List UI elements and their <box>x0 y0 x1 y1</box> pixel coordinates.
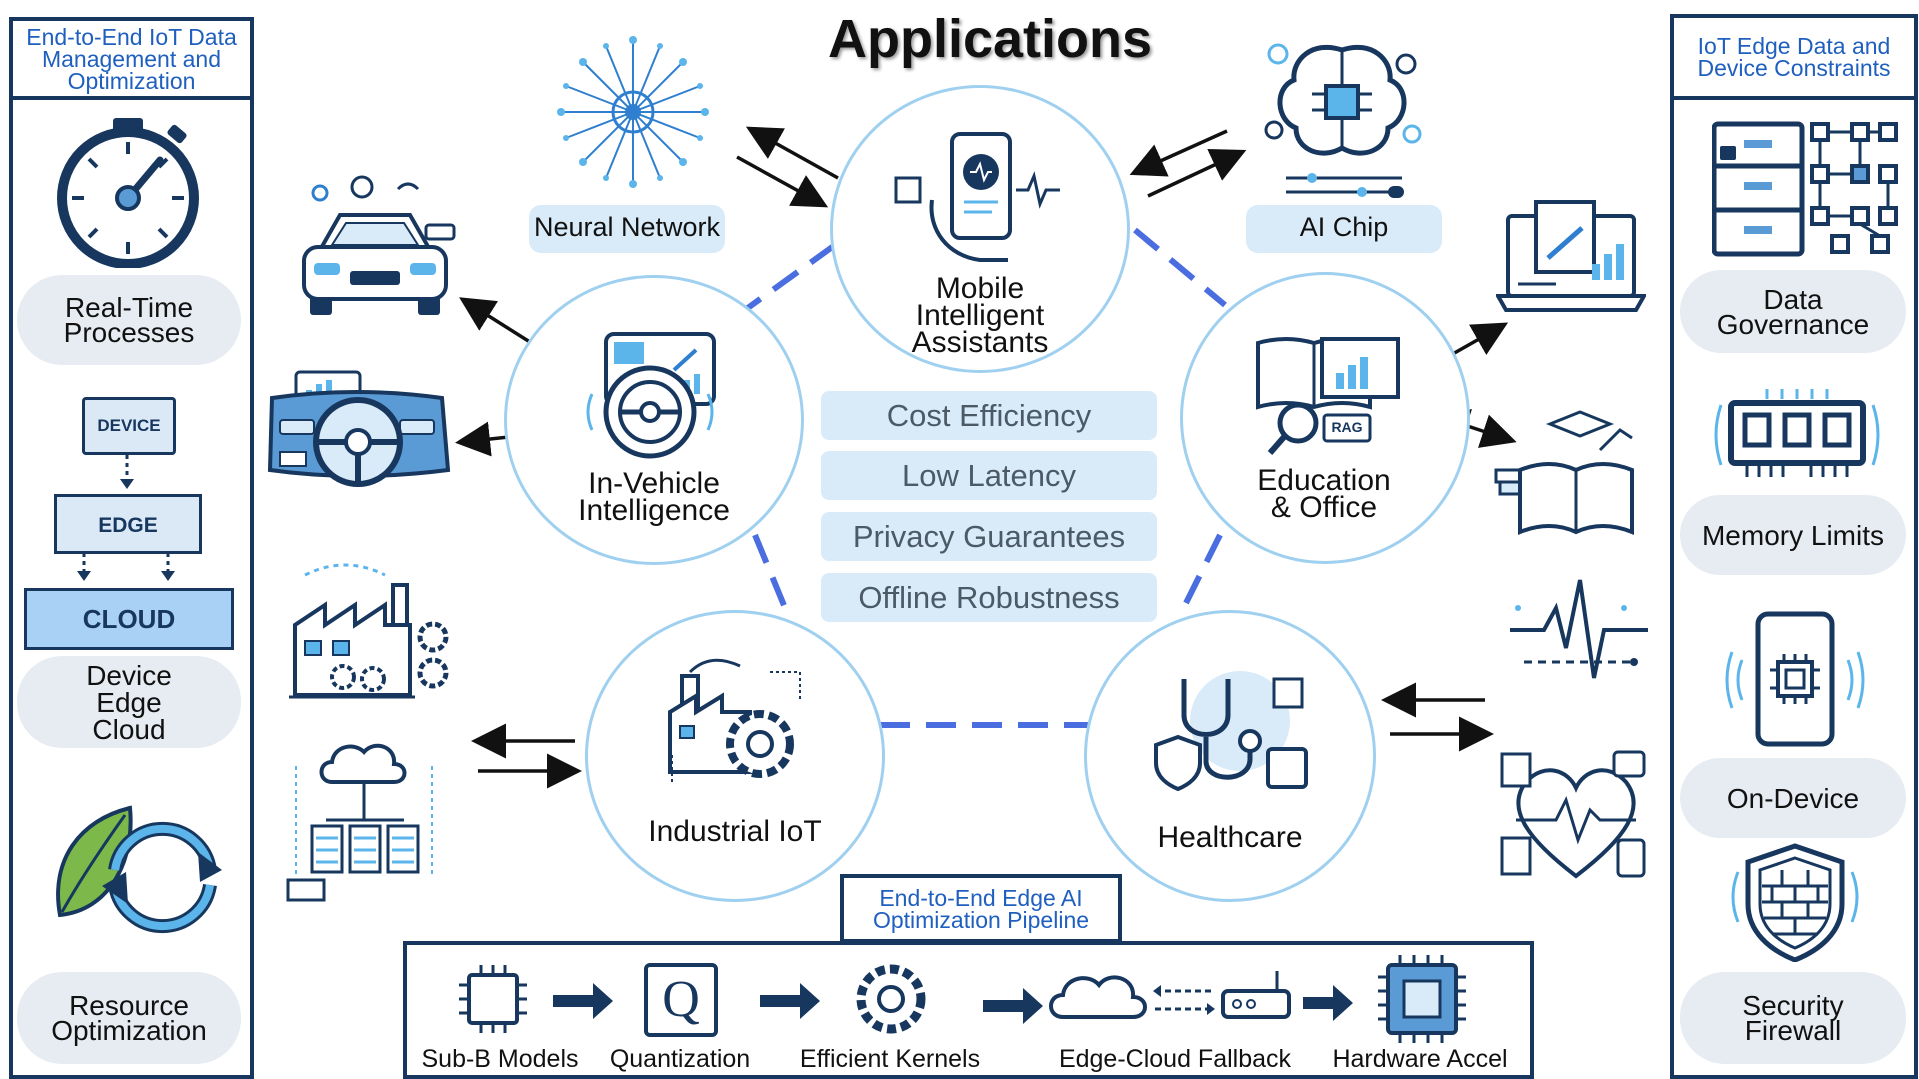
factory-gears-icon <box>289 563 449 699</box>
hub-industrial-label: Industrial IoT <box>648 815 822 848</box>
left-panel-title: End-to-End IoT Data Management and Optim… <box>9 17 254 100</box>
edge-box: EDGE <box>54 494 202 554</box>
leaf-cycle-icon <box>56 805 222 934</box>
left-item-resource-optimization: Resource Optimization <box>17 972 241 1064</box>
right-item-data-governance: Data Governance <box>1680 270 1906 353</box>
stopwatch-icon <box>57 118 199 268</box>
books-graduation-icon <box>1494 410 1634 535</box>
education-rag-icon <box>1256 337 1400 455</box>
pipeline-step-fallback: Edge-Cloud Fallback <box>1058 1045 1292 1073</box>
device-box: DEVICE <box>82 397 176 455</box>
page-title: Applications <box>827 9 1153 69</box>
right-item-security-firewall: Security Firewall <box>1680 972 1906 1064</box>
neural-network-icon <box>557 36 709 188</box>
right-item-memory-limits: Memory Limits <box>1680 495 1906 575</box>
stethoscope-icon <box>1154 671 1308 792</box>
hub-healthcare-label: Healthcare <box>1157 821 1303 854</box>
laptop-report-icon <box>1496 200 1646 312</box>
pipeline-title: End-to-End Edge AI Optimization Pipeline <box>840 874 1122 943</box>
pipeline-icons <box>459 955 1466 1043</box>
health-heart-icon <box>1500 750 1646 879</box>
mobile-assistant-icon <box>894 132 1060 262</box>
cloud-box: CLOUD <box>24 588 234 650</box>
pipeline-step-kernels: Efficient Kernels <box>799 1045 981 1073</box>
cloud-servers-icon <box>286 743 433 902</box>
benefit-low-latency: Low Latency <box>821 451 1157 500</box>
phone-chip-icon <box>1725 611 1865 747</box>
hub-education-label: Education & Office <box>1257 464 1391 524</box>
car-front-icon <box>302 175 456 315</box>
right-panel <box>1670 96 1918 1079</box>
pipeline-step-sub-b: Sub-B Models <box>421 1045 579 1073</box>
firewall-shield-icon <box>1731 843 1859 962</box>
steering-wheel-icon <box>586 332 716 459</box>
left-item-realtime: Real-Time Processes <box>17 275 241 365</box>
pipeline-panel <box>403 941 1534 1079</box>
tag-ai-chip: AI Chip <box>1246 205 1442 253</box>
cabinet-network-icon <box>1712 121 1898 257</box>
tag-neural-network: Neural Network <box>529 205 725 253</box>
hub-mobile-label: Mobile Intelligent Assistants <box>911 272 1049 359</box>
pipeline-step-hardware: Hardware Accel <box>1332 1045 1508 1073</box>
right-panel-title: IoT Edge Data and Device Constraints <box>1670 14 1918 100</box>
ai-chip-brain-icon <box>1264 43 1422 198</box>
ecg-waveform-icon <box>1510 579 1648 679</box>
memory-chip-icon <box>1714 389 1880 477</box>
left-item-device-edge-cloud: Device Edge Cloud <box>17 656 241 748</box>
industrial-factory-icon <box>668 658 801 782</box>
pipeline-step-quantization: Quantization <box>609 1045 751 1073</box>
device-edge-connector-icon <box>77 455 175 581</box>
benefit-offline-robustness: Offline Robustness <box>821 573 1157 622</box>
rag-label: RAG <box>1331 419 1363 435</box>
benefit-privacy: Privacy Guarantees <box>821 512 1157 561</box>
quantization-q-icon: Q <box>662 971 700 1028</box>
dashboard-steering-icon <box>267 370 451 487</box>
right-item-on-device: On-Device <box>1680 758 1906 838</box>
sub-b-chip-icon <box>459 965 527 1033</box>
hub-vehicle-label: In-Vehicle Intelligence <box>578 467 730 527</box>
benefit-cost-efficiency: Cost Efficiency <box>821 391 1157 440</box>
